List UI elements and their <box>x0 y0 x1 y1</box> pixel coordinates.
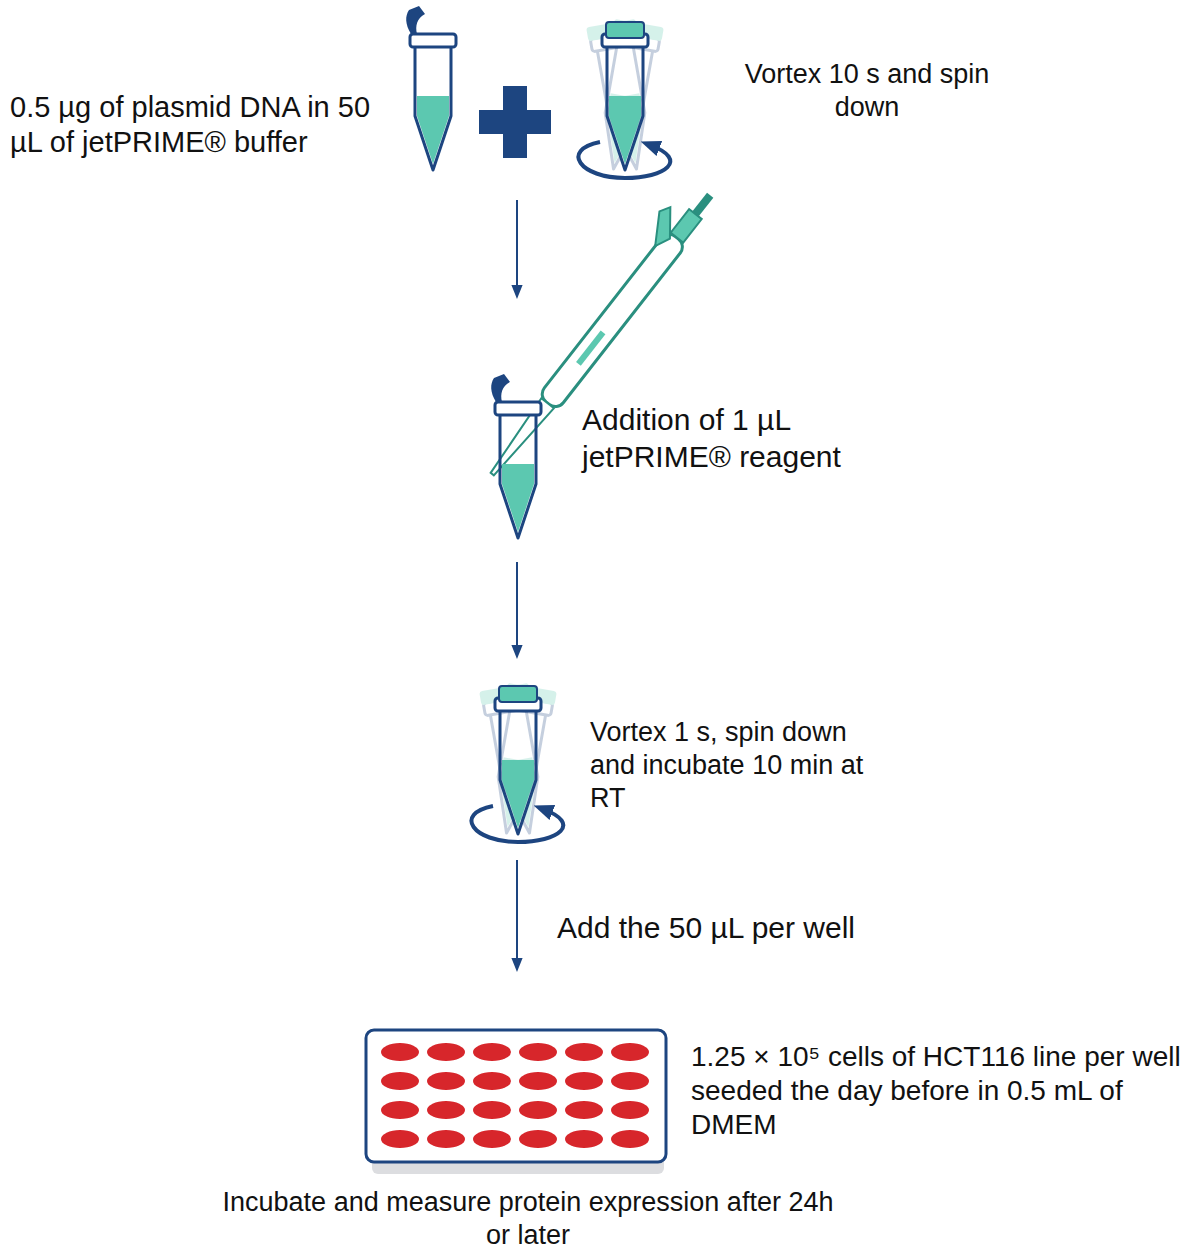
caption-note: Incubate and measure protein expression … <box>218 1186 838 1252</box>
cell-note: 1.25 × 10⁵ cells of HCT116 line per well… <box>691 1040 1196 1142</box>
well <box>427 1043 465 1061</box>
well <box>473 1101 511 1119</box>
well <box>519 1101 557 1119</box>
well <box>611 1130 649 1148</box>
well <box>611 1043 649 1061</box>
well <box>427 1072 465 1090</box>
well <box>473 1043 511 1061</box>
well <box>611 1101 649 1119</box>
well <box>381 1130 419 1148</box>
step-note: Vortex 10 s and spin down <box>712 58 1022 124</box>
well <box>611 1072 649 1090</box>
step-text: Add the 50 µL per well <box>557 910 957 947</box>
well <box>519 1043 557 1061</box>
well <box>565 1072 603 1090</box>
well <box>473 1130 511 1148</box>
well <box>427 1101 465 1119</box>
step-note: Vortex 1 s, spin down and incubate 10 mi… <box>590 716 890 815</box>
well <box>473 1072 511 1090</box>
well <box>565 1130 603 1148</box>
step-text: Addition of 1 µL jetPRIME® reagent <box>582 402 882 475</box>
well <box>519 1072 557 1090</box>
well <box>381 1043 419 1061</box>
well <box>565 1101 603 1119</box>
well <box>565 1043 603 1061</box>
well <box>519 1130 557 1148</box>
well <box>381 1101 419 1119</box>
well <box>427 1130 465 1148</box>
well <box>381 1072 419 1090</box>
step-text: 0.5 µg of plasmid DNA in 50 µL of jetPRI… <box>10 90 402 161</box>
